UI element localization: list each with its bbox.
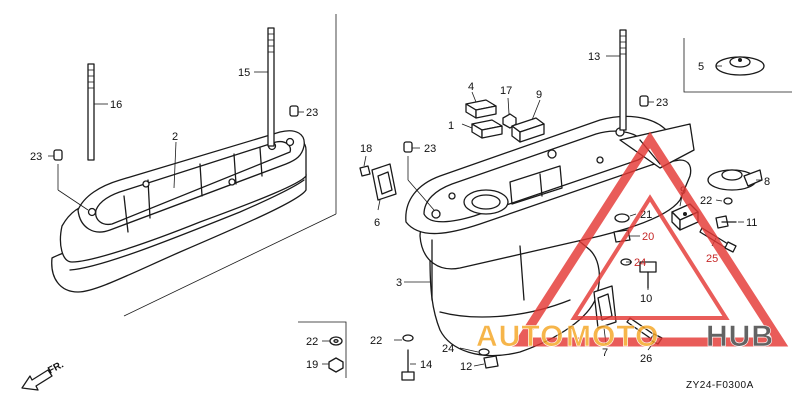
washer-22-lower xyxy=(402,334,414,342)
watermark-logo: AUTO MOTO HUB xyxy=(476,131,789,353)
callout-23-left-a: 23 xyxy=(30,151,42,163)
watermark-triangle xyxy=(511,131,789,347)
callout-8: 8 xyxy=(764,176,770,188)
callout-3: 3 xyxy=(396,277,402,289)
frame-lines xyxy=(123,14,792,378)
callout-26: 26 xyxy=(640,353,652,365)
washer-24-lower xyxy=(478,348,490,356)
callout-12: 12 xyxy=(460,361,472,373)
rubber-mount-1 xyxy=(471,119,503,139)
front-direction-arrow: FR. xyxy=(21,359,66,391)
grommet-18 xyxy=(359,165,371,177)
washer-22-right xyxy=(723,197,733,205)
leader-lines xyxy=(48,55,762,367)
callout-5: 5 xyxy=(698,61,704,73)
rubber-block-9-top xyxy=(511,117,545,143)
callout-22-right: 22 xyxy=(700,195,712,207)
callout-23-right-a: 23 xyxy=(424,143,436,155)
watermark-brand-mid: MOTO xyxy=(566,320,659,353)
callout-1: 1 xyxy=(448,120,454,132)
callout-20: 20 xyxy=(642,231,654,243)
front-direction-label: FR. xyxy=(46,359,66,376)
callout-18: 18 xyxy=(360,143,372,155)
callout-4: 4 xyxy=(468,81,474,93)
callout-11: 11 xyxy=(746,217,757,229)
cap-5 xyxy=(715,56,765,76)
watermark-brand-left: AUTO xyxy=(476,320,564,353)
bolt-14 xyxy=(401,349,415,381)
callout-2: 2 xyxy=(172,131,178,143)
callout-19: 19 xyxy=(306,359,318,371)
stud-bolt-13 xyxy=(619,29,627,131)
dowel-pin-23-right-b xyxy=(639,95,649,107)
callout-16: 16 xyxy=(110,99,122,111)
rubber-mount-4 xyxy=(465,99,497,119)
stud-bolt-16 xyxy=(87,63,95,161)
plug-12 xyxy=(483,355,499,369)
watermark-inner-triangle xyxy=(570,194,730,320)
cover-8 xyxy=(707,169,763,191)
bolt-10 xyxy=(639,261,657,289)
callout-15: 15 xyxy=(238,67,250,79)
bolt-11 xyxy=(715,215,737,229)
washer-21 xyxy=(614,213,630,223)
dowel-pin-23-left-a xyxy=(53,149,63,161)
seal-plate-6 xyxy=(371,163,397,201)
callout-10: 10 xyxy=(640,293,652,305)
legend-nut-19 xyxy=(328,357,344,373)
callout-24-lower: 24 xyxy=(442,343,454,355)
extension-case-part-2 xyxy=(51,130,307,293)
callout-25: 25 xyxy=(706,253,718,265)
legend-washer-22 xyxy=(329,336,343,346)
callout-14: 14 xyxy=(420,359,432,371)
callout-24-right: 24 xyxy=(634,257,646,269)
callout-7: 7 xyxy=(602,347,608,359)
dowel-pin-23-left-b xyxy=(289,105,299,117)
callout-22-lower: 22 xyxy=(370,335,382,347)
stud-bolt-15 xyxy=(267,27,275,147)
callout-6: 6 xyxy=(374,217,380,229)
watermark-brand-right: HUB xyxy=(706,320,774,353)
callout-23-right-b: 23 xyxy=(656,97,668,109)
callout-13: 13 xyxy=(588,51,600,63)
callout-17: 17 xyxy=(500,85,512,97)
callout-9-top: 9 xyxy=(536,89,542,101)
callout-23-left-b: 23 xyxy=(306,107,318,119)
dowel-pin-23-right-a xyxy=(403,141,413,153)
diagram-code: ZY24-F0300A xyxy=(686,380,754,391)
callout-22-legend: 22 xyxy=(306,336,318,348)
